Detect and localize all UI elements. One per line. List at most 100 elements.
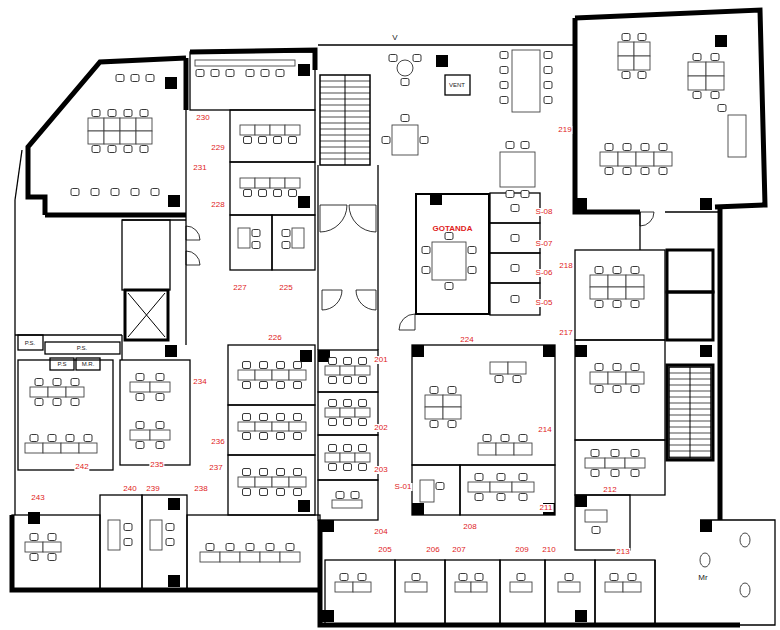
room-number: 209 [514, 546, 529, 554]
desk [240, 178, 255, 188]
desk [136, 131, 152, 144]
desk [455, 582, 471, 592]
room-number: 218 [558, 262, 573, 270]
chair [611, 450, 619, 457]
desk [136, 118, 152, 131]
desk [625, 458, 645, 468]
chair [260, 414, 268, 421]
chair [595, 267, 603, 274]
desk [585, 510, 607, 522]
desk [500, 152, 535, 187]
chair [591, 470, 599, 477]
chair [611, 470, 619, 477]
desk [270, 178, 285, 188]
chair [344, 358, 352, 365]
chair [66, 435, 74, 442]
chair [244, 190, 252, 197]
chair [136, 422, 144, 429]
chair [592, 527, 600, 534]
chair [659, 168, 667, 175]
room-wall [575, 250, 665, 340]
chair [711, 92, 719, 99]
desk [238, 422, 255, 431]
desk [634, 42, 650, 56]
chair [108, 110, 116, 117]
room-number: 206 [425, 546, 440, 554]
chair [506, 142, 514, 149]
desk [425, 395, 443, 407]
chair [638, 72, 646, 79]
chair [243, 414, 251, 421]
chair [420, 137, 428, 144]
door-swing [640, 212, 654, 226]
chair [359, 400, 367, 407]
room-wall [190, 52, 315, 110]
room-wall [142, 495, 187, 590]
desk [340, 453, 355, 462]
chair [131, 189, 139, 196]
chair [140, 110, 148, 117]
chair [610, 574, 618, 581]
desk [608, 275, 626, 287]
room-wall [575, 440, 665, 495]
desk [289, 370, 306, 380]
inner-wall [317, 165, 318, 350]
chair [166, 539, 174, 546]
room-wall [460, 465, 555, 515]
chair [136, 442, 144, 449]
chair [246, 70, 254, 77]
room-wall [490, 223, 540, 253]
chair [136, 394, 144, 401]
desk [634, 56, 650, 70]
chair [294, 489, 302, 496]
desk [289, 477, 306, 487]
inner-wall [665, 211, 720, 212]
chair [329, 445, 337, 452]
chair [53, 399, 61, 406]
chair [344, 464, 352, 471]
chair [468, 267, 476, 274]
chair [294, 382, 302, 389]
chair [344, 377, 352, 384]
chair [445, 283, 453, 290]
desk [605, 582, 623, 592]
desk [618, 152, 636, 166]
desk [285, 178, 300, 188]
chair [641, 144, 649, 151]
room-number: 227 [232, 284, 247, 292]
room-wall [445, 560, 500, 625]
desk [88, 118, 104, 131]
room-wall [318, 350, 378, 392]
desk [471, 582, 487, 592]
desk [30, 387, 48, 397]
desk [200, 552, 220, 562]
desk [325, 453, 340, 462]
chair [71, 189, 79, 196]
core-wall [667, 292, 713, 340]
chair [497, 474, 505, 481]
chair [382, 137, 390, 144]
room-number: 214 [537, 426, 552, 434]
chair [276, 70, 284, 77]
room-wall [318, 392, 378, 435]
chair [277, 362, 285, 369]
desk [88, 131, 104, 144]
outer-wall [28, 58, 186, 215]
door-swing [320, 205, 347, 232]
chair [140, 146, 148, 153]
room-number: 212 [602, 486, 617, 494]
room-number: 236 [210, 438, 225, 446]
chair [274, 190, 282, 197]
desk [340, 408, 355, 417]
desk [355, 408, 370, 417]
room-number: 219 [557, 126, 572, 134]
chair [259, 137, 267, 144]
chair [544, 67, 552, 74]
column [412, 345, 424, 357]
chair [30, 435, 38, 442]
chair [613, 386, 621, 393]
chair [116, 75, 124, 82]
chair [30, 534, 38, 541]
desk [292, 228, 304, 248]
chair [35, 399, 43, 406]
